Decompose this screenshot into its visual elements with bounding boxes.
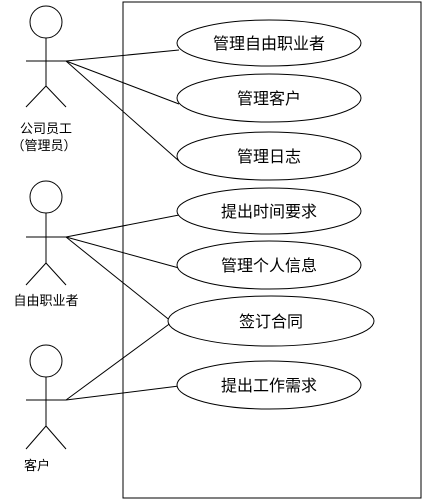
use-case-manage-logs: 管理日志 <box>176 131 362 181</box>
use-case-ellipse <box>176 73 362 123</box>
use-case-sign-contract: 签订合同 <box>167 295 375 347</box>
actor-left-leg <box>25 85 47 108</box>
use-case-label: 提出工作需求 <box>221 376 317 395</box>
use-case-ellipse <box>176 19 362 67</box>
actor-head <box>29 180 63 214</box>
association-line-employee-manage-customers <box>65 60 180 105</box>
actor-right-leg <box>45 262 67 286</box>
use-case-manage-customers: 管理客户 <box>176 73 362 123</box>
association-line-employee-manage-freelancers <box>65 49 180 62</box>
actor-employee-label-line-1: 公司员工 <box>20 122 72 137</box>
actor-employee: 公司员工 （管理员） <box>11 5 77 154</box>
use-case-submit-work-request: 提出工作需求 <box>176 360 362 410</box>
use-case-manage-freelancers: 管理自由职业者 <box>176 19 362 67</box>
use-case-label: 管理个人信息 <box>221 256 317 275</box>
actor-right-leg <box>45 85 67 108</box>
association-lines <box>65 49 180 401</box>
actor-head <box>29 344 63 378</box>
use-case-label: 管理日志 <box>237 147 301 166</box>
use-case-ellipse <box>176 131 362 181</box>
use-case-ellipse <box>176 187 362 235</box>
association-line-freelancer-sign-contract <box>65 236 173 323</box>
actor-right-leg <box>45 425 67 450</box>
association-line-employee-manage-logs <box>65 60 180 162</box>
use-case-ellipse <box>176 240 362 290</box>
use-case-label: 管理自由职业者 <box>213 34 325 53</box>
association-line-customer-sign-contract <box>65 321 173 401</box>
actor-freelancer-label: 自由职业者 <box>13 294 78 309</box>
use-case-label: 签订合同 <box>239 312 303 331</box>
actor-left-leg <box>25 425 47 450</box>
use-case-manage-personal-info: 管理个人信息 <box>176 240 362 290</box>
use-case-label: 提出时间要求 <box>221 202 317 221</box>
actor-freelancer: 自由职业者 <box>13 180 79 309</box>
actor-customer: 客户 <box>24 344 67 474</box>
use-case-label: 管理客户 <box>237 89 301 108</box>
association-line-customer-submit-work-request <box>65 385 180 401</box>
system-boundary <box>122 1 422 499</box>
use-case-submit-time-request: 提出时间要求 <box>176 187 362 235</box>
actor-left-leg <box>25 262 47 286</box>
association-line-freelancer-submit-time-request <box>65 214 180 238</box>
actor-customer-label: 客户 <box>24 458 50 474</box>
actor-head <box>29 5 63 39</box>
use-case-ellipse <box>167 295 375 347</box>
association-line-freelancer-manage-personal-info <box>65 236 180 269</box>
actor-employee-label-line-2: （管理员） <box>11 139 76 154</box>
use-case-ellipse <box>176 360 362 410</box>
